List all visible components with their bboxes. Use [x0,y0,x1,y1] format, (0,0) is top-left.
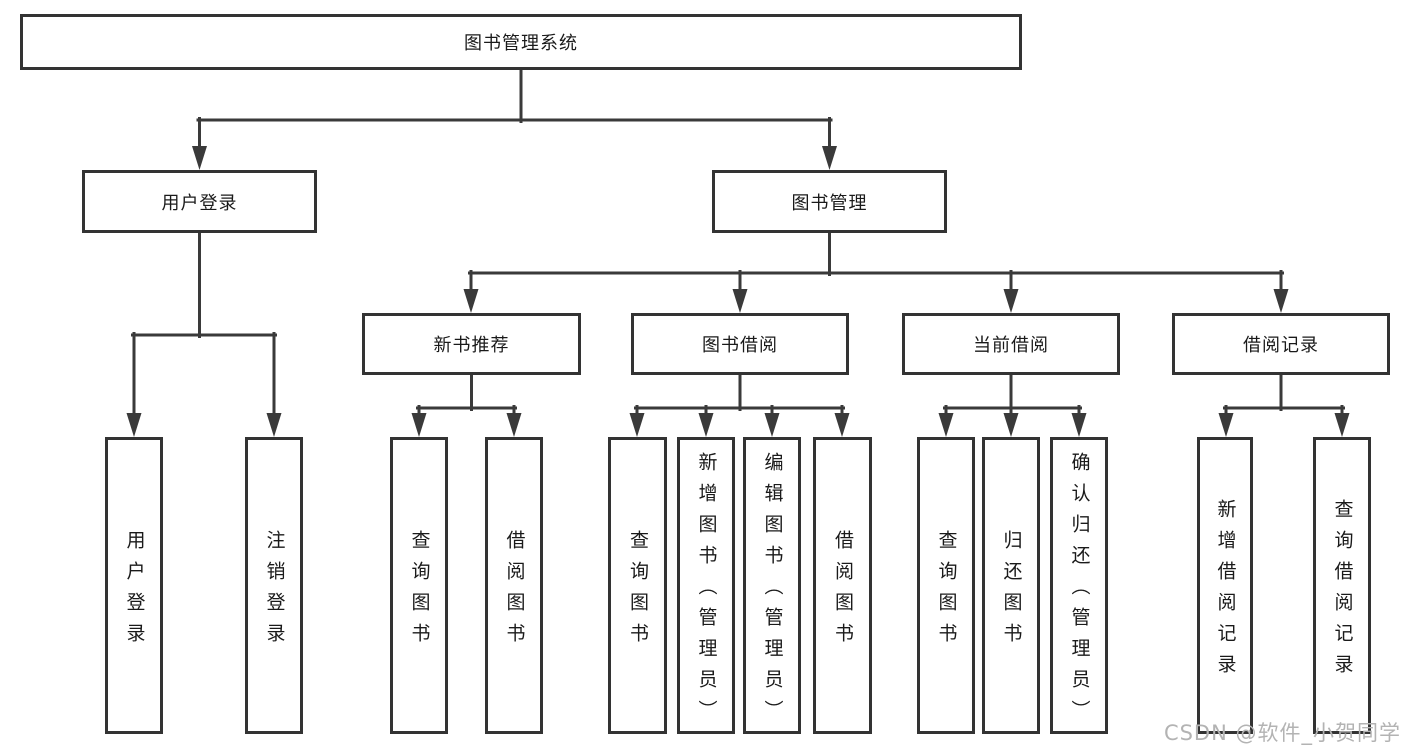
node-label: 图书管理系统 [464,33,578,54]
node-current-borrow: 当前借阅 [902,313,1120,375]
leaf-add-book-admin: 新增图书（管理员） [677,437,735,734]
leaf-label: 注销登录 [263,529,286,654]
node-label: 用户登录 [161,192,238,214]
connector-current-borrow-group [938,373,1087,437]
node-user-login-branch: 用户登录 [82,170,317,233]
leaf-confirm-return-admin: 确认归还（管理员） [1050,437,1108,734]
connector-book-management-to-level3 [463,231,1289,313]
leaf-user-login: 用户登录 [105,437,163,734]
node-book-management: 图书管理 [712,170,947,233]
csdn-watermark: CSDN @软件_小贺同学 [1163,721,1401,745]
node-book-borrow: 图书借阅 [631,313,849,375]
leaf-query-book-current: 查询图书 [917,437,975,734]
node-new-book-recommend: 新书推荐 [362,313,581,375]
connector-new-book-recommend-group [411,373,522,437]
leaf-label: 新增借阅记录 [1214,498,1237,685]
leaf-label: 新增图书（管理员） [695,452,718,731]
leaf-label: 归还图书 [1000,529,1023,654]
leaf-label: 查询图书 [627,529,649,654]
leaf-label: 查询借阅记录 [1331,498,1354,685]
connector-root-to-level2 [192,68,837,170]
leaf-logout: 注销登录 [245,437,303,734]
connector-borrow-record-group [1218,373,1350,437]
node-library-management-system: 图书管理系统 [20,14,1022,70]
leaf-label: 编辑图书（管理员） [761,452,784,731]
leaf-query-book-recommend: 查询图书 [390,437,448,734]
node-label: 当前借阅 [973,335,1049,356]
leaf-label: 借阅图书 [503,529,526,654]
leaf-label: 确认归还（管理员） [1068,452,1091,731]
node-label: 图书借阅 [702,335,778,356]
leaf-return-book: 归还图书 [982,437,1040,734]
node-label: 借阅记录 [1243,335,1319,356]
leaf-query-borrow-record: 查询借阅记录 [1313,437,1371,734]
leaf-query-book-borrow: 查询图书 [608,437,667,734]
node-label: 新书推荐 [433,335,510,356]
leaf-label: 用户登录 [123,529,146,654]
leaf-edit-book-admin: 编辑图书（管理员） [743,437,801,734]
connector-book-borrow-group [629,373,850,437]
connector-user-login-branch [126,231,282,437]
leaf-label: 查询图书 [408,529,431,654]
leaf-label: 借阅图书 [832,529,854,654]
node-label: 图书管理 [791,192,868,214]
leaf-label: 查询图书 [935,529,958,654]
node-borrow-record: 借阅记录 [1172,313,1390,375]
leaf-add-borrow-record: 新增借阅记录 [1197,437,1253,734]
leaf-borrow-book-recommend: 借阅图书 [485,437,543,734]
leaf-borrow-book: 借阅图书 [813,437,872,734]
